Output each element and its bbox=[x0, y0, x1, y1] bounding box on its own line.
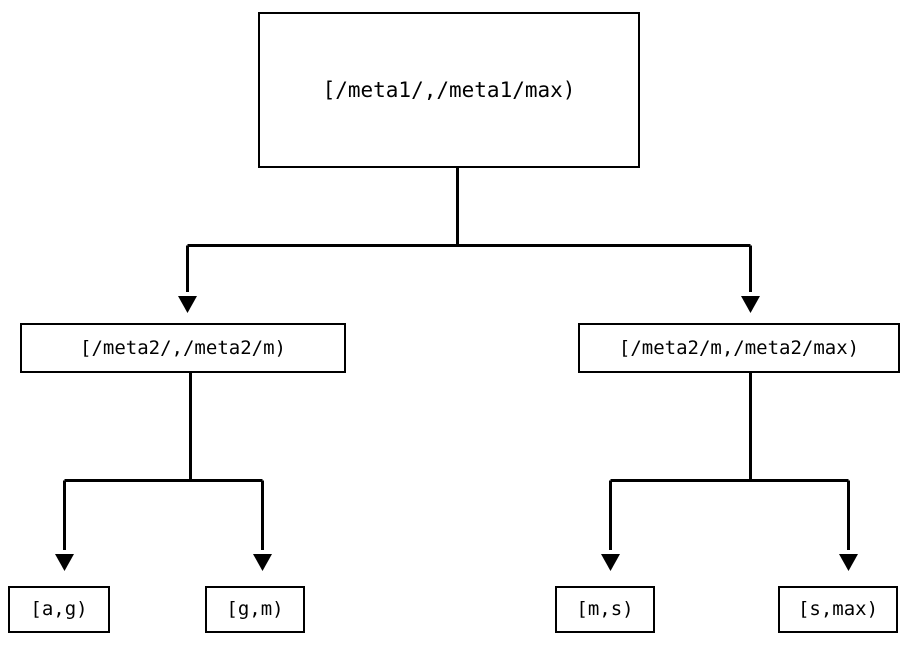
node-mid-left[interactable]: [/meta2/,/meta2/m) bbox=[20, 323, 346, 373]
arrow-head-mid-left-to-leaf-2 bbox=[253, 554, 272, 571]
arrow-head-root-to-mid-left bbox=[178, 296, 197, 313]
node-leaf-3[interactable]: [m,s) bbox=[555, 586, 655, 633]
node-leaf-4-label: [s,max) bbox=[797, 598, 879, 620]
node-root[interactable]: [/meta1/,/meta1/max) bbox=[258, 12, 640, 168]
node-mid-left-label: [/meta2/,/meta2/m) bbox=[80, 336, 286, 359]
arrow-head-mid-left-to-leaf-1 bbox=[55, 554, 74, 571]
node-mid-right-label: [/meta2/m,/meta2/max) bbox=[618, 336, 860, 359]
node-leaf-1-label: [a,g) bbox=[30, 598, 88, 620]
node-leaf-1[interactable]: [a,g) bbox=[8, 586, 110, 633]
node-leaf-2[interactable]: [g,m) bbox=[205, 586, 305, 633]
arrow-head-mid-right-to-leaf-4 bbox=[839, 554, 858, 571]
node-mid-right[interactable]: [/meta2/m,/meta2/max) bbox=[578, 323, 900, 373]
arrow-head-mid-right-to-leaf-3 bbox=[601, 554, 620, 571]
node-root-label: [/meta1/,/meta1/max) bbox=[322, 77, 576, 102]
arrow-head-root-to-mid-right bbox=[741, 296, 760, 313]
node-leaf-4[interactable]: [s,max) bbox=[778, 586, 898, 633]
node-leaf-3-label: [m,s) bbox=[576, 598, 634, 620]
node-leaf-2-label: [g,m) bbox=[226, 598, 284, 620]
